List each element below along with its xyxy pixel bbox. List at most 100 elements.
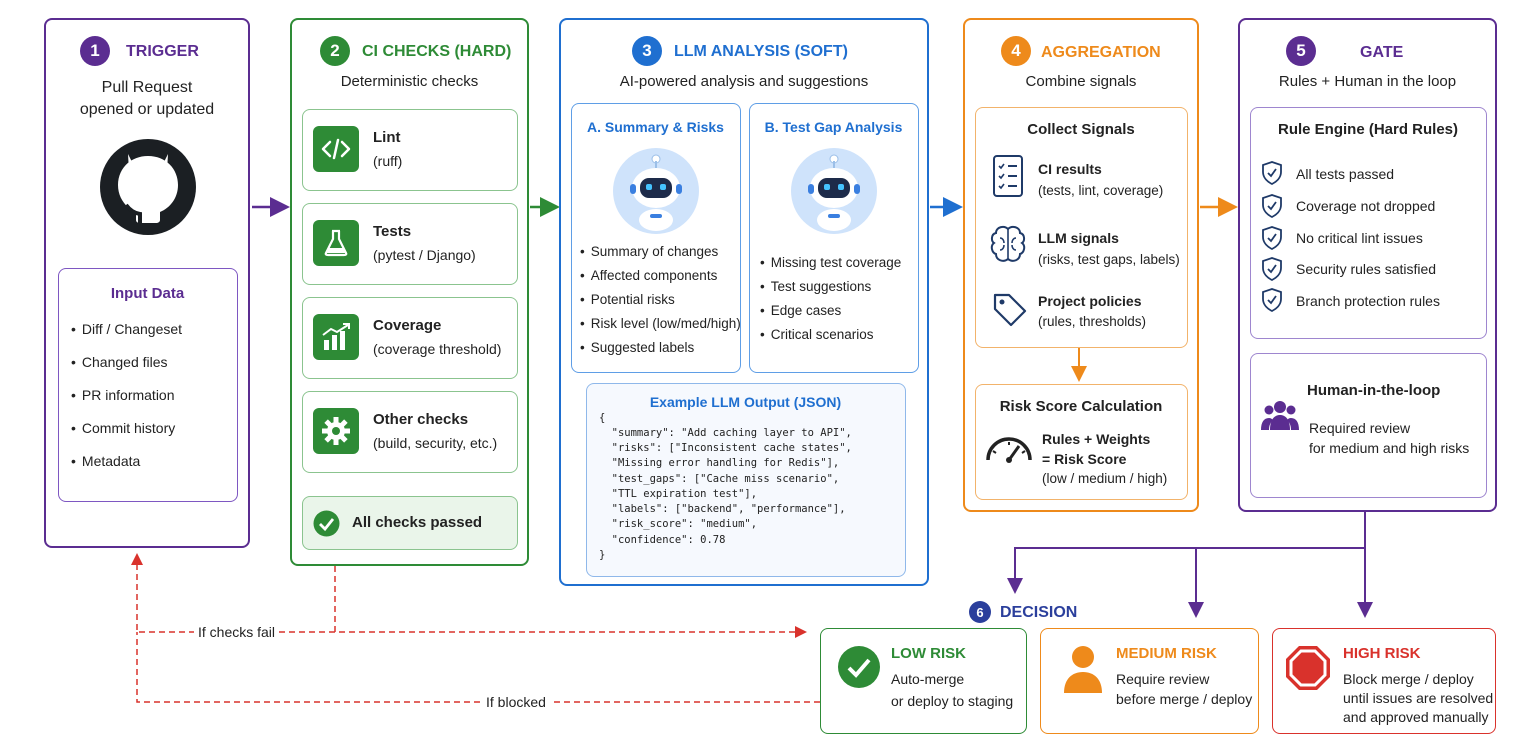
rule-item: Branch protection rules bbox=[1296, 293, 1440, 309]
check-title: Lint bbox=[373, 129, 401, 146]
collect-signals-card: Collect Signals CI results (tests, lint,… bbox=[975, 107, 1188, 348]
ci-checks-panel: 2 CI CHECKS (HARD) Deterministic checks … bbox=[290, 18, 529, 566]
signal-title: Project policies bbox=[1038, 293, 1142, 309]
panel-title: TRIGGER bbox=[126, 43, 199, 60]
example-output-card: Example LLM Output (JSON) { "summary": "… bbox=[586, 383, 906, 577]
json-line: "risks": ["Inconsistent cache states", bbox=[599, 442, 852, 454]
high-risk-line: Block merge / deploy bbox=[1343, 671, 1474, 687]
low-risk-card: LOW RISK Auto-merge or deploy to staging bbox=[820, 628, 1027, 734]
all-checks-passed-label: All checks passed bbox=[352, 514, 483, 531]
robot-icon bbox=[613, 148, 699, 234]
signal-title: LLM signals bbox=[1038, 230, 1119, 246]
check-circle-icon bbox=[313, 510, 340, 537]
risk-line: (low / medium / high) bbox=[1042, 471, 1168, 486]
card-title: Example LLM Output (JSON) bbox=[649, 394, 842, 410]
input-data-card: Input Data Diff / Changeset Changed file… bbox=[58, 268, 238, 502]
brain-icon bbox=[990, 225, 1026, 262]
step-number: 6 bbox=[969, 601, 991, 623]
medium-risk-line: Require review bbox=[1116, 671, 1210, 687]
tag-icon bbox=[993, 293, 1027, 327]
list-item: Metadata bbox=[71, 453, 140, 469]
list-item: Risk level (low/med/high) bbox=[580, 316, 741, 331]
rule-item: All tests passed bbox=[1296, 166, 1395, 182]
card-title: Collect Signals bbox=[1027, 121, 1135, 138]
stop-sign-icon bbox=[1286, 646, 1330, 690]
panel-subtitle: opened or updated bbox=[79, 101, 215, 118]
card-title: A. Summary & Risks bbox=[587, 119, 724, 135]
high-risk-line: and approved manually bbox=[1343, 709, 1489, 725]
check-desc: (build, security, etc.) bbox=[373, 435, 498, 451]
panel-subtitle: Deterministic checks bbox=[340, 73, 479, 90]
check-desc: (ruff) bbox=[373, 153, 403, 169]
panel-title: CI CHECKS (HARD) bbox=[362, 43, 512, 60]
shield-check-icon bbox=[1262, 288, 1282, 312]
shield-check-icon bbox=[1262, 194, 1282, 218]
checklist-icon bbox=[993, 155, 1023, 197]
github-icon bbox=[100, 139, 196, 235]
medium-risk-card: MEDIUM RISK Require review before merge … bbox=[1040, 628, 1259, 734]
check-desc: (pytest / Django) bbox=[373, 247, 476, 263]
json-line: "confidence": 0.78 bbox=[599, 534, 726, 546]
list-item: Potential risks bbox=[580, 292, 675, 307]
check-title: Other checks bbox=[373, 411, 469, 428]
rule-item: Security rules satisfied bbox=[1296, 261, 1437, 277]
card-title: B. Test Gap Analysis bbox=[764, 119, 903, 135]
signal-desc: (rules, thresholds) bbox=[1038, 314, 1147, 329]
input-data-title: Input Data bbox=[110, 285, 185, 302]
checks-fail-label: If checks fail bbox=[194, 624, 280, 640]
arrow-blocked bbox=[136, 632, 820, 703]
list-item: Test suggestions bbox=[760, 279, 872, 294]
json-line: { bbox=[599, 412, 606, 424]
list-item: Changed files bbox=[71, 354, 168, 370]
users-icon bbox=[1261, 401, 1299, 430]
ci-check-card: Other checks (build, security, etc.) bbox=[302, 391, 518, 473]
list-item: Suggested labels bbox=[580, 340, 695, 355]
trigger-panel: 1 TRIGGER Pull Request opened or updated… bbox=[44, 18, 250, 548]
card-title: Human-in-the-loop bbox=[1307, 382, 1441, 399]
arrow-checks-fail-back bbox=[131, 553, 335, 633]
list-item: Missing test coverage bbox=[760, 255, 902, 270]
rule-item: No critical lint issues bbox=[1296, 230, 1423, 246]
ci-check-card: Coverage (coverage threshold) bbox=[302, 297, 518, 379]
low-risk-line: or deploy to staging bbox=[891, 693, 1014, 709]
shield-check-icon bbox=[1262, 257, 1282, 281]
risk-line: Rules + Weights bbox=[1042, 431, 1151, 447]
test-gap-card: B. Test Gap Analysis Missing test covera… bbox=[749, 103, 919, 373]
json-line: "risk_score": "medium", bbox=[599, 518, 758, 530]
low-risk-line: Auto-merge bbox=[891, 671, 965, 687]
list-item: Edge cases bbox=[760, 303, 842, 318]
step-number: 2 bbox=[320, 36, 350, 66]
person-icon bbox=[1064, 646, 1102, 693]
low-risk-title: LOW RISK bbox=[891, 645, 966, 662]
list-item: Commit history bbox=[71, 420, 175, 436]
shield-check-icon bbox=[1262, 226, 1282, 250]
json-line: } bbox=[599, 549, 606, 561]
list-item: PR information bbox=[71, 387, 175, 403]
aggregation-panel: 4 AGGREGATION Combine signals Collect Si… bbox=[963, 18, 1199, 512]
chart-icon bbox=[313, 314, 359, 360]
human-line: for medium and high risks bbox=[1309, 440, 1470, 456]
panel-subtitle: Pull Request bbox=[101, 79, 193, 96]
json-line: "Missing error handling for Redis"], bbox=[599, 457, 840, 469]
gate-panel: 5 GATE Rules + Human in the loop Rule En… bbox=[1238, 18, 1497, 512]
panel-title: GATE bbox=[1360, 44, 1404, 61]
panel-title: LLM ANALYSIS (SOFT) bbox=[674, 43, 848, 60]
check-circle-icon bbox=[838, 646, 880, 688]
check-title: Tests bbox=[373, 223, 412, 240]
gear-icon bbox=[313, 408, 359, 454]
check-desc: (coverage threshold) bbox=[373, 341, 502, 357]
check-title: Coverage bbox=[373, 317, 442, 334]
json-line: "labels": ["backend", "performance"], bbox=[599, 503, 846, 515]
robot-icon bbox=[791, 148, 877, 234]
list-item: Summary of changes bbox=[580, 244, 719, 259]
shield-check-icon bbox=[1262, 161, 1282, 185]
step-number: 3 bbox=[632, 36, 662, 66]
signal-title: CI results bbox=[1038, 161, 1102, 177]
panel-subtitle: Combine signals bbox=[1025, 73, 1137, 90]
ci-check-card: Tests (pytest / Django) bbox=[302, 203, 518, 285]
summary-risks-card: A. Summary & Risks Summary of changes Af… bbox=[571, 103, 741, 373]
step-number: 4 bbox=[1001, 36, 1031, 66]
risk-line: = Risk Score bbox=[1042, 451, 1127, 467]
code-icon bbox=[313, 126, 359, 172]
panel-subtitle: AI-powered analysis and suggestions bbox=[619, 73, 869, 90]
